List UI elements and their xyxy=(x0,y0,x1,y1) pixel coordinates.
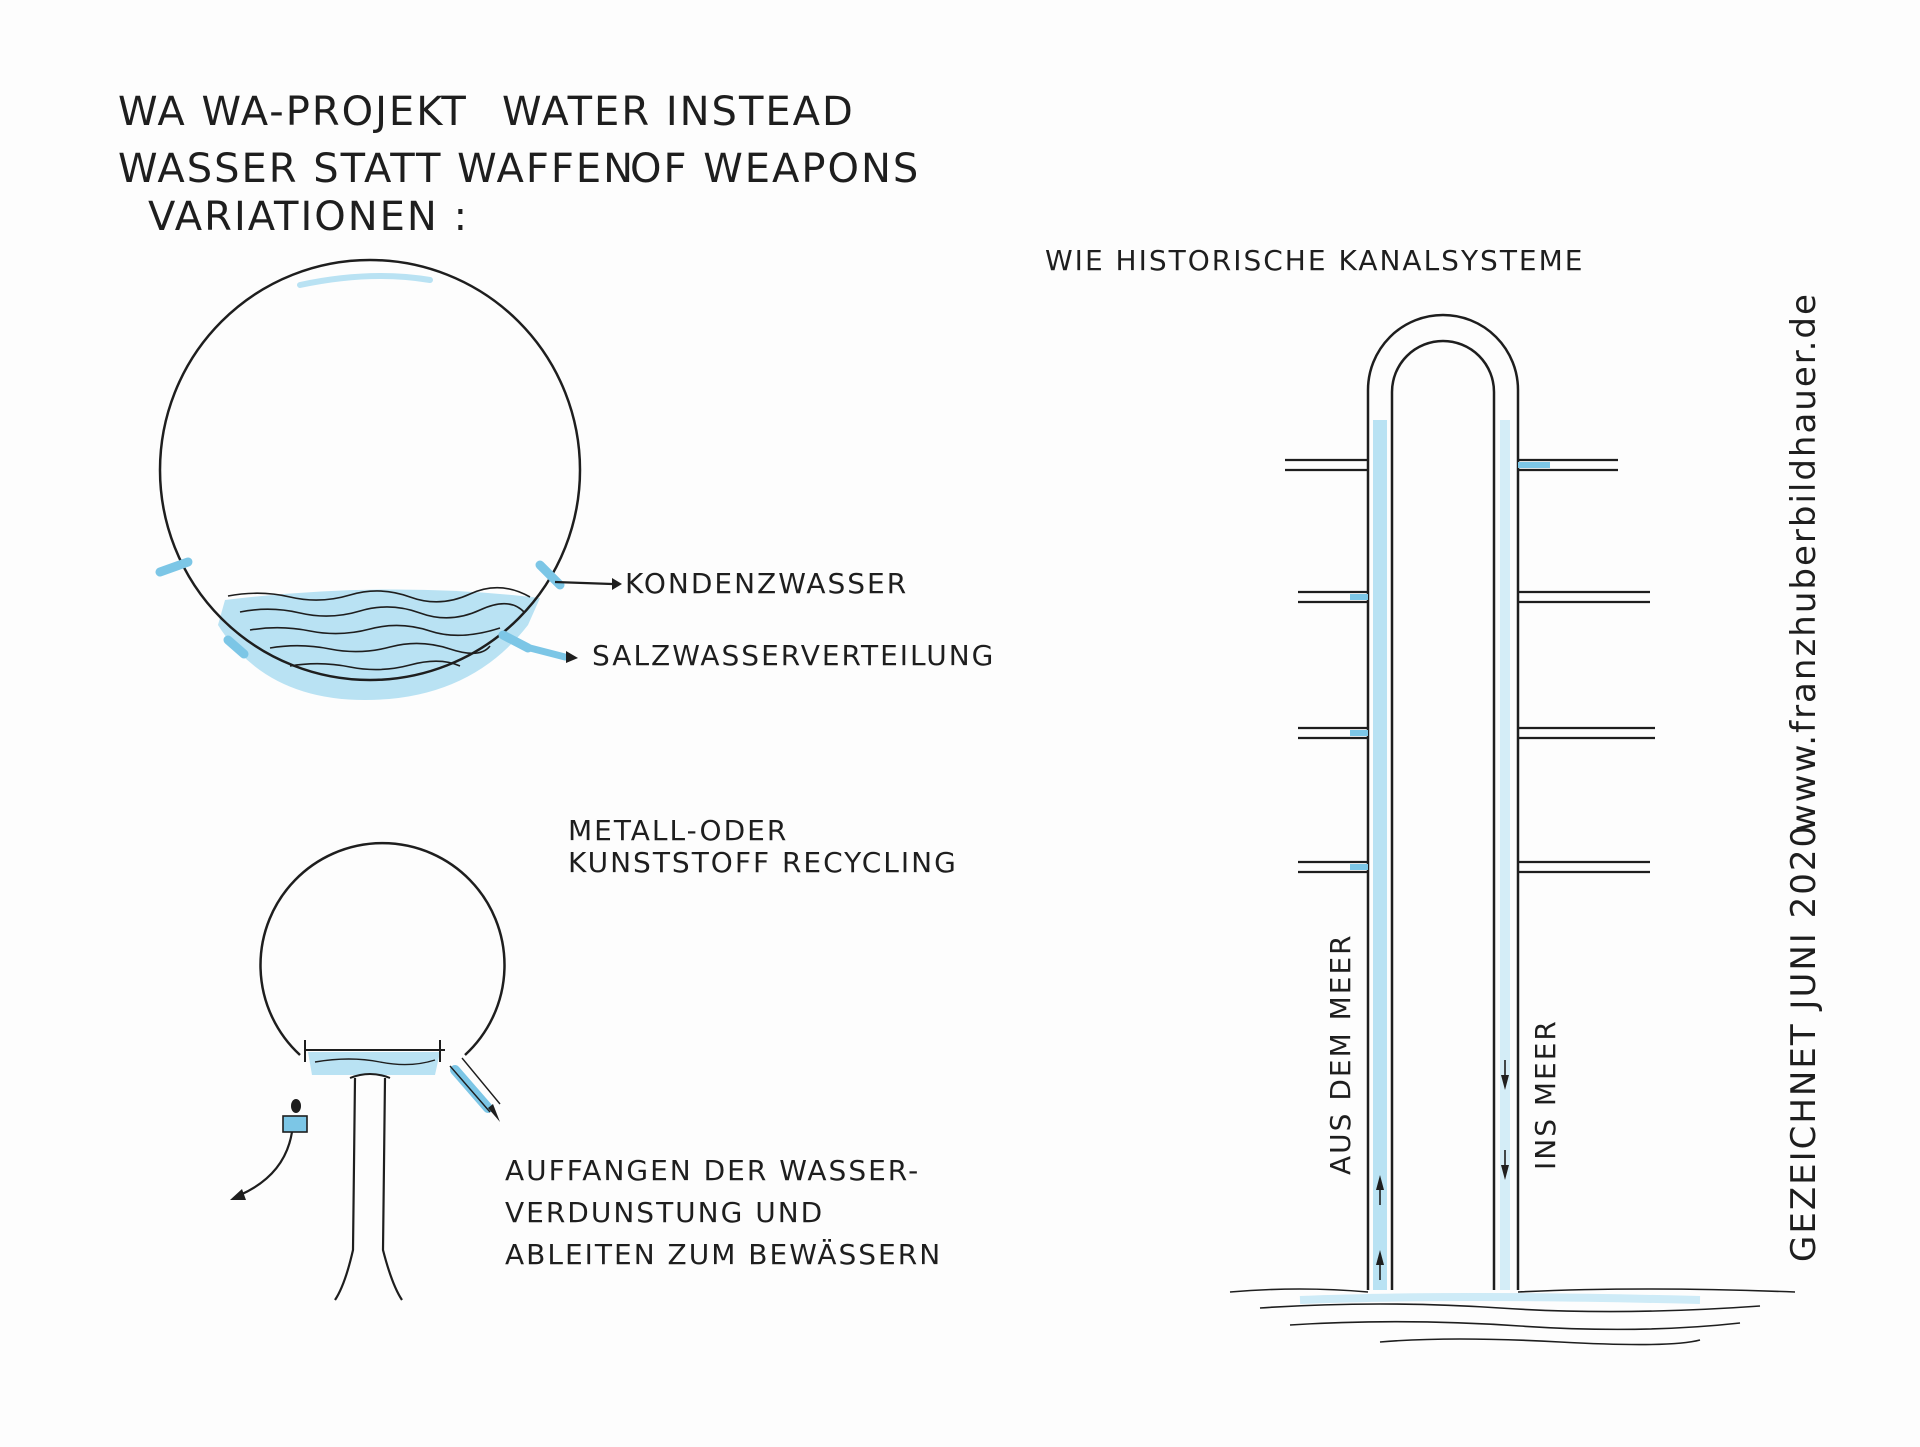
condensate-arrow xyxy=(554,580,613,586)
label-material-2: KUNSTSTOFF RECYCLING xyxy=(568,846,958,879)
canal-outer-wall xyxy=(1366,313,1520,1290)
large-sphere-diagram: KONDENZWASSER SALZWASSERVERTEILUNG xyxy=(155,258,995,700)
small-outlet-pipe xyxy=(450,1065,493,1113)
basin-wave xyxy=(314,1058,436,1066)
canal-branches-right xyxy=(1518,458,1655,874)
saltwater-arrowhead xyxy=(566,651,578,663)
canal-branches-left xyxy=(1285,458,1368,874)
label-condensate: KONDENZWASSER xyxy=(625,567,908,600)
label-saltwater: SALZWASSERVERTEILUNG xyxy=(592,639,995,672)
sea-water-tint xyxy=(1299,1293,1701,1304)
sea-surface xyxy=(1229,1288,1796,1346)
small-sphere-basin xyxy=(308,1052,440,1075)
credit-url: www.franzhuberbildhauer.de xyxy=(1784,292,1824,832)
label-material-1: METALL-ODER xyxy=(568,814,788,847)
canal-diagram: WIE HISTORISCHE KANALSYSTEME xyxy=(1045,244,1796,1346)
sphere-top-tint xyxy=(297,273,433,288)
label-from-sea: AUS DEM MEER xyxy=(1324,933,1357,1175)
small-sphere-outline xyxy=(259,841,506,1056)
canal-junction-tints xyxy=(1350,462,1550,870)
canal-inner-wall xyxy=(1390,339,1496,1290)
credit-block: GEZEICHNET JUNI 2020 www.franzhuberbildh… xyxy=(1784,292,1824,1262)
label-capture-3: ABLEITEN ZUM BEWÄSSERN xyxy=(505,1238,942,1271)
condensate-arrowhead xyxy=(612,578,622,590)
title-line1-en: WATER INSTEAD xyxy=(502,89,855,135)
saltwater-outlet xyxy=(526,644,569,661)
canal-heading: WIE HISTORISCHE KANALSYSTEME xyxy=(1045,244,1584,277)
stand-top xyxy=(349,1073,391,1079)
water-waves xyxy=(227,586,531,671)
title-line2-en: OF WEAPONS xyxy=(630,146,920,192)
drip-arrowhead xyxy=(230,1189,246,1200)
drip-collector xyxy=(282,1115,308,1133)
drip-drop xyxy=(291,1099,301,1113)
small-outlet-arrowhead xyxy=(488,1104,500,1122)
label-capture-2: VERDUNSTUNG UND xyxy=(505,1196,824,1229)
stand-column xyxy=(334,1077,403,1301)
label-capture-1: AUFFANGEN DER WASSER- xyxy=(505,1154,920,1187)
title-block: WA WA-PROJEKT WASSER STATT WAFFEN VARIAT… xyxy=(118,89,920,240)
canal-flow-arrows xyxy=(1376,1060,1509,1280)
drip-channel xyxy=(239,1131,294,1197)
small-outlet-pipe-edges xyxy=(449,1057,501,1113)
title-line2-de: WASSER STATT WAFFEN xyxy=(118,146,635,192)
label-to-sea: INS MEER xyxy=(1529,1019,1562,1170)
credit-drawn: GEZEICHNET JUNI 2020 xyxy=(1784,824,1824,1262)
large-sphere-outline xyxy=(158,258,582,682)
title-line3-de: VARIATIONEN : xyxy=(148,194,469,240)
title-line1-de: WA WA-PROJEKT xyxy=(118,89,468,135)
small-sphere-diagram: METALL-ODER KUNSTSTOFF RECYCLING AUFFANG… xyxy=(230,814,958,1301)
